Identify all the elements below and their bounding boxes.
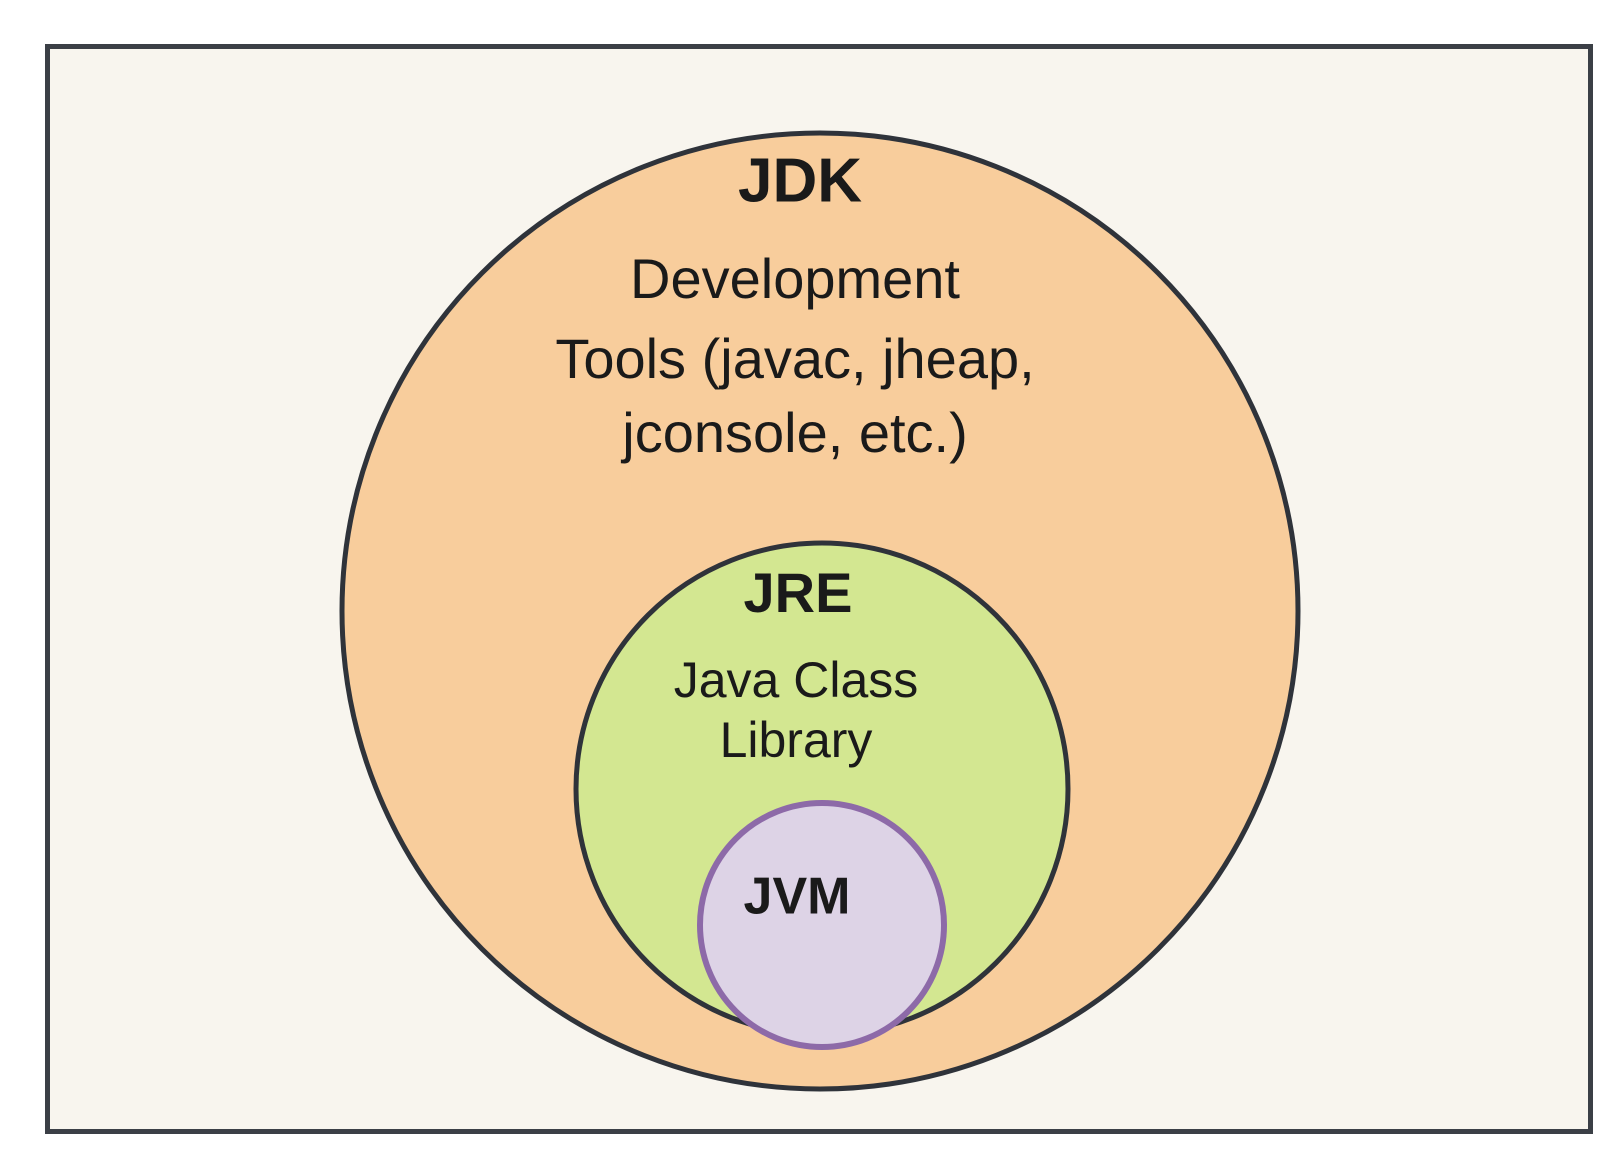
jvm-heading-label: JVM <box>744 868 851 926</box>
jdk-heading-label: JDK <box>738 146 862 215</box>
jvm-circle[interactable] <box>697 800 947 1050</box>
jdk-body-line-3: jconsole, etc.) <box>620 401 968 464</box>
jdk-body-line-2: Tools (javac, jheap, <box>555 327 1034 390</box>
jre-body-line-1: Java Class <box>674 652 919 708</box>
jre-body-line-2: Library <box>720 712 873 768</box>
jre-heading-label: JRE <box>744 561 853 624</box>
jdk-body-line-1: Development <box>630 247 960 310</box>
